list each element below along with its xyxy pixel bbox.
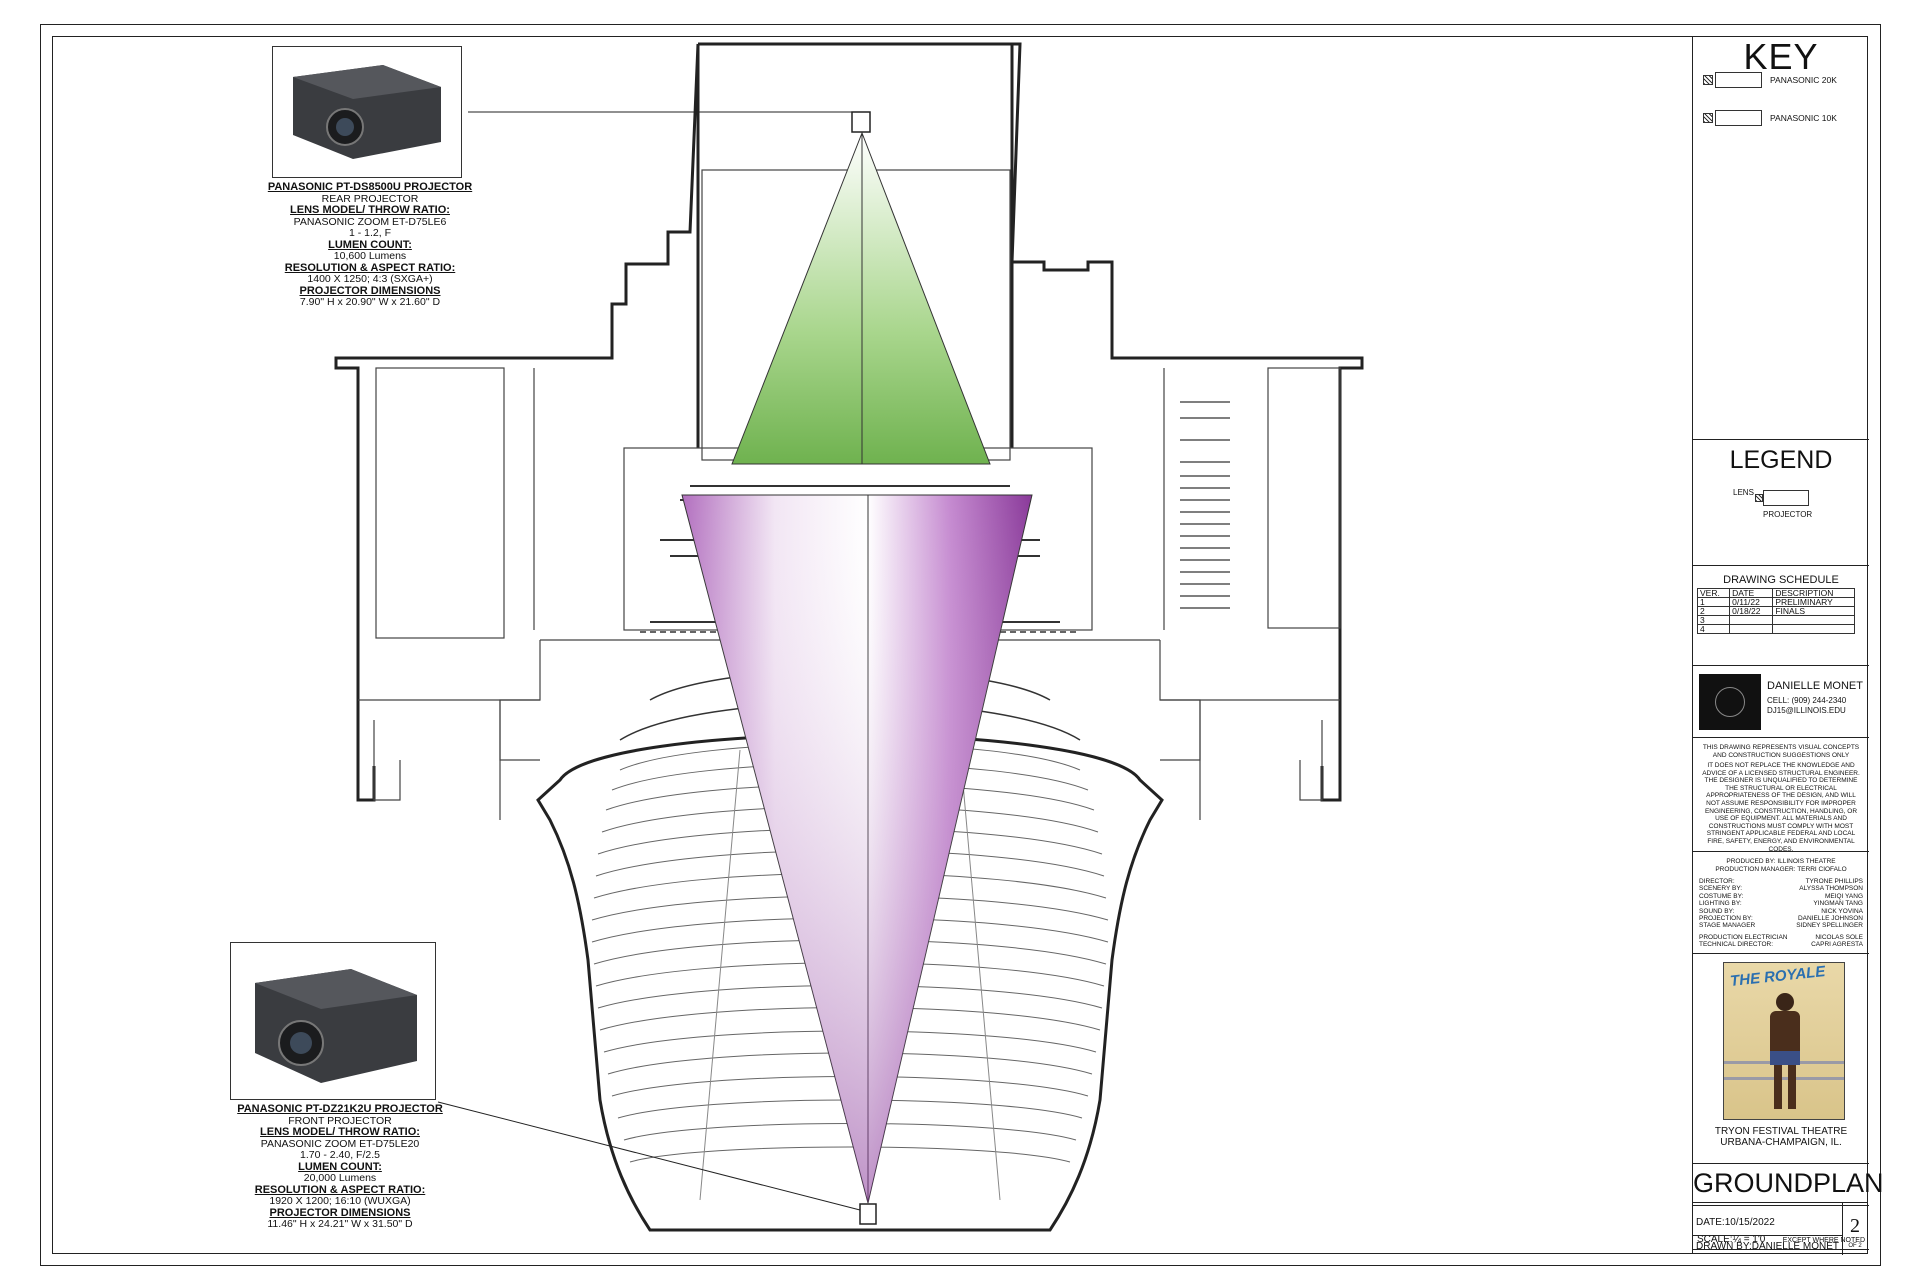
key-item-10k: PANASONIC 10K <box>1703 110 1837 126</box>
front-lumen-heading: LUMEN COUNT: <box>298 1160 382 1173</box>
outer-border <box>40 24 1881 1266</box>
rear-dimensions: 7.90" H x 20.90" W x 21.60" D <box>299 296 441 308</box>
front-projector-image <box>230 942 436 1100</box>
poster-section: THE ROYALE TRYON FESTIVAL THEATRE URBANA… <box>1693 954 1869 1164</box>
rear-res-heading: RESOLUTION & ASPECT RATIO: <box>284 261 456 274</box>
poster-title: THE ROYALE <box>1729 963 1827 990</box>
key-section: KEY PANASONIC 20K PANASONIC 10K <box>1693 36 1869 440</box>
rear-lens-heading: LENS MODEL/ THROW RATIO: <box>290 204 450 216</box>
drawn-by: DRAWN BY:DANIELLE MONET <box>1696 1241 1839 1252</box>
sheet-title-section: GROUNDPLAN <box>1693 1164 1884 1206</box>
show-poster-image: THE ROYALE <box>1723 962 1845 1120</box>
schedule-title: DRAWING SCHEDULE <box>1723 574 1839 586</box>
aisles <box>699 749 1001 1201</box>
scale-label: SCALE:¼ = 1'0 <box>1697 1234 1766 1245</box>
legend-lens-label: LENS <box>1733 488 1754 497</box>
drawing-schedule: DRAWING SCHEDULE VER. DATE DESCRIPTION 1… <box>1693 566 1869 666</box>
rear-projector-specs: PANASONIC PT-DS8500U PROJECTOR REAR PROJ… <box>250 181 490 309</box>
list-item: COSTUME BY:MEIQI YANG <box>1699 892 1863 900</box>
rear-lumen-heading: LUMEN COUNT: <box>328 238 412 251</box>
projector-swatch-icon <box>1703 113 1713 123</box>
credits-list: DIRECTOR:TYRONE PHILLIPS SCENERY BY:ALYS… <box>1699 878 1863 949</box>
building-outline <box>334 42 1364 802</box>
table-row: 3 <box>1696 615 1855 625</box>
fly-rail-battens <box>1180 401 1230 609</box>
sheet-title: GROUNDPLAN <box>1693 1168 1884 1198</box>
legend-projector-label: PROJECTOR <box>1763 510 1813 519</box>
venue-city: URBANA-CHAMPAIGN, IL. <box>1720 1137 1842 1148</box>
legend-section: LEGEND LENS PROJECTOR <box>1693 440 1869 566</box>
designer-email: DJ15@ILLINOIS.EDU <box>1767 706 1846 715</box>
projector-swatch-icon <box>1703 75 1713 85</box>
list-item: SCENERY BY:ALYSSA THOMPSON <box>1699 885 1863 893</box>
rear-projector-image <box>272 46 462 178</box>
key-title: KEY <box>1743 36 1819 77</box>
list-item: PROJECTION BY:DANIELLE JOHNSON <box>1699 915 1863 923</box>
disclaimer-body: IT DOES NOT REPLACE THE KNOWLEDGE AND AD… <box>1702 762 1860 853</box>
front-throw-ratio: 1.70 - 2.40, F/2.5 <box>300 1149 380 1161</box>
front-resolution: 1920 X 1200; 16:10 (WUXGA) <box>269 1195 411 1207</box>
list-item: LIGHTING BY:YINGMAN TANG <box>1699 900 1863 908</box>
front-lumens: 20,000 Lumens <box>303 1172 377 1184</box>
front-dim-heading: PROJECTOR DIMENSIONS <box>269 1206 411 1219</box>
inner-border <box>52 36 1868 1254</box>
front-lens-heading: LENS MODEL/ THROW RATIO: <box>260 1126 420 1138</box>
scale-section: SCALE:¼ = 1'0 EXCEPT WHERE NOTED <box>1693 1206 1869 1250</box>
table-row: 2 0/18/22 FINALS <box>1696 606 1855 616</box>
disclaimer-section: THIS DRAWING REPRESENTS VISUAL CONCEPTS … <box>1693 738 1869 853</box>
scale-note: EXCEPT WHERE NOTED <box>1782 1237 1865 1244</box>
produced-by: PRODUCED BY: ILLINOIS THEATRE <box>1726 858 1836 865</box>
sheet-of: OF 2 <box>1848 1243 1862 1249</box>
credits-section: PRODUCED BY: ILLINOIS THEATRE PRODUCTION… <box>1693 852 1869 954</box>
legend-title: LEGEND <box>1729 446 1833 474</box>
key-item-20k: PANASONIC 20K <box>1703 72 1837 88</box>
table-row: 4 <box>1696 624 1855 634</box>
list-item: DIRECTOR:TYRONE PHILLIPS <box>1699 878 1863 885</box>
logo-seal-icon <box>1715 687 1745 717</box>
rear-dim-heading: PROJECTOR DIMENSIONS <box>299 284 441 297</box>
sheet-info: DATE:10/15/2022 DRAWN BY:DANIELLE MONET … <box>1692 1202 1868 1255</box>
front-dimensions: 11.46" H x 24.21" W x 31.50" D <box>267 1218 413 1230</box>
front-projector-symbol <box>859 1203 877 1225</box>
disclaimer-intro: THIS DRAWING REPRESENTS VISUAL CONCEPTS … <box>1702 744 1860 759</box>
front-projector-model: PANASONIC PT-DZ21K2U PROJECTOR <box>237 1103 443 1115</box>
rear-projector-model: PANASONIC PT-DS8500U PROJECTOR <box>267 181 473 193</box>
drawing-date: DATE:10/15/2022 <box>1696 1217 1775 1228</box>
schedule-table: VER. DATE DESCRIPTION 1 0/11/22 PRELIMIN… <box>1696 588 1855 634</box>
designer-name: DANIELLE MONET <box>1767 680 1863 692</box>
designer-cell: CELL: (909) 244-2340 <box>1767 696 1847 705</box>
rear-throw-ratio: 1 - 1.2, F <box>348 227 391 239</box>
front-lens-model: PANASONIC ZOOM ET-D75LE20 <box>260 1137 420 1150</box>
list-item: TECHNICAL DIRECTOR:CAPRI AGRESTA <box>1699 941 1863 949</box>
rear-lens-model: PANASONIC ZOOM ET-D75LE6 <box>293 215 447 228</box>
rear-resolution: 1400 X 1250; 4:3 (SXGA+) <box>307 273 433 285</box>
rear-projector-role: REAR PROJECTOR <box>321 192 419 205</box>
designer-section: DANIELLE MONET CELL: (909) 244-2340 DJ15… <box>1693 666 1869 738</box>
front-projector-role: FRONT PROJECTOR <box>288 1114 392 1127</box>
designer-logo <box>1699 674 1761 730</box>
front-projector-specs: PANASONIC PT-DZ21K2U PROJECTOR FRONT PRO… <box>220 1103 460 1231</box>
title-block: KEY PANASONIC 20K PANASONIC 10K LEGEND L… <box>1692 36 1884 1254</box>
production-manager: PRODUCTION MANAGER: TERRI CIOFALO <box>1715 866 1847 873</box>
sheet-number-box: 2 OF 2 <box>1842 1203 1868 1255</box>
rear-lumens: 10,600 Lumens <box>333 250 407 262</box>
list-item: SOUND BY:NICK YOVINA <box>1699 907 1863 915</box>
rear-projection-beam <box>731 131 991 465</box>
venue-name: TRYON FESTIVAL THEATRE <box>1714 1126 1848 1137</box>
sheet-number: 2 <box>1850 1215 1860 1237</box>
rear-projector-symbol <box>851 111 871 133</box>
legend-lens-icon <box>1755 494 1763 502</box>
front-res-heading: RESOLUTION & ASPECT RATIO: <box>254 1183 426 1196</box>
legend-projector-icon <box>1763 490 1809 506</box>
